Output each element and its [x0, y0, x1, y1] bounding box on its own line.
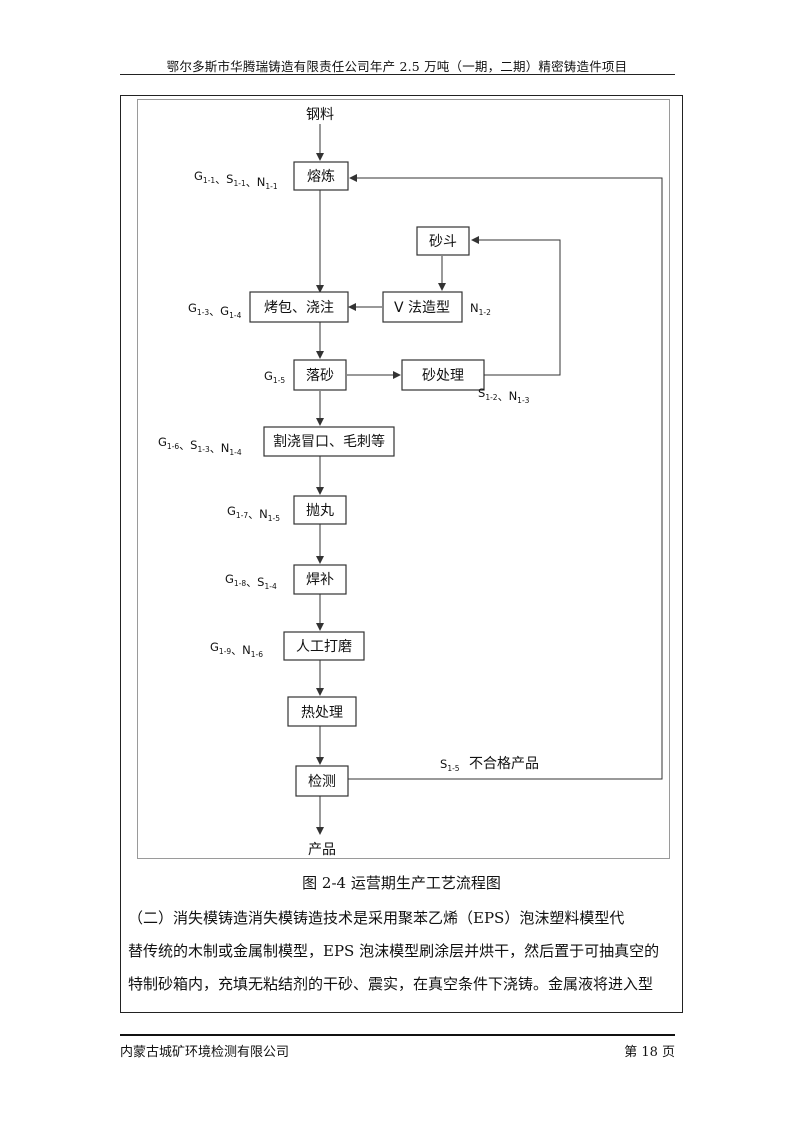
grind-box: [283, 631, 365, 661]
pollutant-codes-bake-pour: G1-3、G1-4: [188, 301, 242, 320]
footer-page-number: 第 18 页: [624, 1045, 675, 1060]
bake-pour-box: [249, 291, 349, 323]
pollutant-codes-grind: G1-9、N1-6: [210, 640, 263, 659]
shot-blast-box: [293, 495, 347, 525]
v-molding-label: V 法造型: [394, 300, 450, 316]
sand-hopper-box: [416, 226, 470, 256]
figure-frame: [137, 99, 670, 859]
inspect-label: 检测: [308, 774, 336, 790]
header-rule: [120, 74, 675, 75]
pollutant-codes-cut-riser: G1-6、S1-3、N1-4: [158, 435, 242, 457]
heat-treat-label: 热处理: [301, 705, 343, 721]
pollutant-codes-weld-repair: G1-8、S1-4: [225, 572, 277, 591]
sand-treat-label: 砂处理: [422, 368, 464, 384]
cut-riser-label: 割浇冒口、毛刺等: [273, 433, 385, 450]
grind-label: 人工打磨: [296, 638, 352, 655]
weld-repair-box: [293, 564, 347, 595]
figure-caption: 图 2-4 运营期生产工艺流程图: [302, 874, 501, 892]
pollutant-codes-reject: S1-5: [440, 757, 460, 773]
inspect-box: [295, 765, 349, 797]
reject-text-label: 不合格产品: [469, 756, 539, 772]
page-header-title: 鄂尔多斯市华腾瑞铸造有限责任公司年产 2.5 万吨（一期，二期）精密铸造件项目: [166, 59, 628, 74]
heat-treat-box: [287, 696, 357, 727]
weld-repair-label: 焊补: [306, 572, 334, 588]
melt-box: [293, 161, 349, 191]
sand-treat-box: [401, 359, 485, 391]
shot-blast-label: 抛丸: [306, 503, 334, 519]
footer-company: 内蒙古城矿环境检测有限公司: [120, 1045, 290, 1060]
pollutant-codes-v-molding: N1-2: [470, 301, 491, 317]
cut-riser-box: [263, 426, 395, 457]
pollutant-codes-sand-treat: S1-2、N1-3: [478, 386, 530, 405]
footer-rule: [120, 1034, 675, 1036]
table-frame: [120, 95, 683, 1013]
paragraph-line-1: （二）消失模铸造消失模铸造技术是采用聚苯乙烯（EPS）泡沫塑料模型代: [128, 909, 625, 927]
arrow-sandtreat-to-hopper: [471, 236, 561, 376]
product-label: 产品: [308, 842, 336, 858]
sand-hopper-label: 砂斗: [429, 234, 457, 250]
pollutant-codes-shot-blast: G1-7、N1-5: [227, 504, 280, 523]
paragraph-line-2: 替传统的木制或金属制模型，EPS 泡沫模型刷涂层并烘干，然后置于可抽真空的: [128, 942, 660, 960]
v-molding-box: [382, 291, 463, 323]
pollutant-codes-shakeout: G1-5: [264, 369, 285, 385]
body-paragraph: （二）消失模铸造消失模铸造技术是采用聚苯乙烯（EPS）泡沫塑料模型代 替传统的木…: [128, 902, 676, 1001]
arrow-reject-to-melt: [348, 174, 663, 780]
shakeout-box: [293, 359, 347, 391]
input-label: 钢料: [306, 107, 334, 123]
melt-label: 熔炼: [307, 169, 335, 185]
paragraph-line-3: 特制砂箱内，充填无粘结剂的干砂、震实，在真空条件下浇铸。金属液将进入型: [128, 975, 654, 993]
shakeout-label: 落砂: [306, 368, 334, 384]
bake-pour-label: 烤包、浇注: [264, 300, 334, 316]
pollutant-codes-melt: G1-1、S1-1、N1-1: [194, 169, 278, 191]
